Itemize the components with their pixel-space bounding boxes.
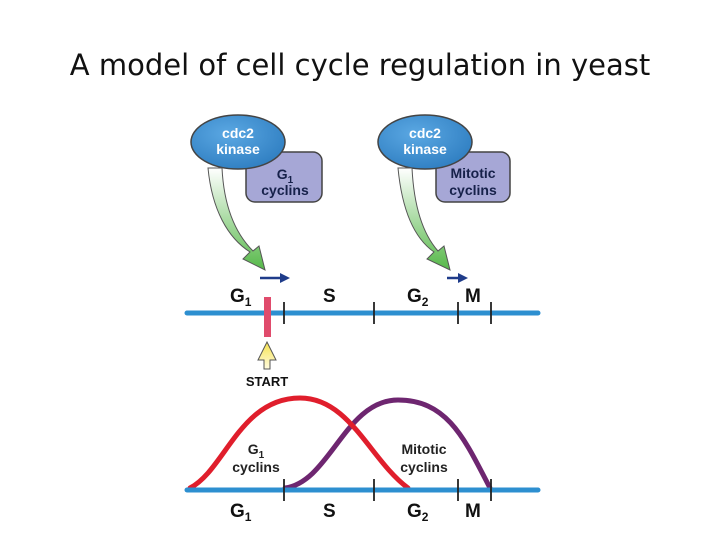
top-phase-g2-sub: 2: [422, 295, 429, 309]
cdc2-kinase-left: [190, 114, 286, 170]
start-label: START: [246, 374, 288, 389]
svg-text:G2: G2: [407, 501, 429, 524]
svg-text:G1: G1: [248, 441, 265, 461]
g1-curve-label-cyclins: cyclins: [232, 459, 280, 475]
svg-text:G1: G1: [230, 501, 252, 524]
top-timeline: G1 S G2 M: [184, 273, 541, 337]
mitotic-cyclin-label-2: cyclins: [449, 182, 497, 198]
complex-right: Mitotic cyclins cdc2 kinase: [377, 114, 511, 271]
phase-arrowhead-g2-icon: [458, 273, 468, 283]
g1-cyclin-label-sub: 1: [288, 175, 294, 186]
bottom-phase-m: M: [465, 501, 481, 522]
phase-arrowhead-g1-icon: [280, 273, 290, 283]
cdc2-kinase-right: [377, 114, 473, 170]
top-phase-m: M: [465, 286, 481, 307]
kinase-left-label-1: cdc2: [222, 125, 254, 141]
bottom-phase-g1-main: G: [230, 501, 245, 522]
g1-curve-label-sub: 1: [259, 450, 265, 461]
bottom-phase-g1-sub: 1: [245, 510, 252, 524]
g1-cyclin-label-cyclins: cyclins: [261, 182, 309, 198]
start-checkpoint-mark: [264, 297, 271, 337]
svg-text:G1: G1: [277, 166, 294, 186]
g1-cyclin-label-main: G: [277, 166, 288, 182]
green-arrow-right: [397, 167, 451, 271]
mitotic-cyclin-label-1: Mitotic: [450, 165, 495, 181]
green-arrow-left: [207, 167, 266, 271]
g1-curve-label-main: G: [248, 441, 259, 457]
mitotic-curve-label-2: cyclins: [400, 459, 448, 475]
start-indicator: START: [246, 340, 288, 389]
bottom-phase-g2-main: G: [407, 501, 422, 522]
top-phase-g2-main: G: [407, 286, 422, 307]
mitotic-curve-label-1: Mitotic: [401, 441, 446, 457]
svg-text:G1: G1: [230, 286, 252, 309]
svg-text:G2: G2: [407, 286, 429, 309]
start-arrow-icon: [257, 340, 277, 370]
slide-title: A model of cell cycle regulation in yeas…: [69, 48, 651, 82]
bottom-phase-s: S: [323, 501, 336, 522]
top-phase-g1-sub: 1: [245, 295, 252, 309]
g1-cyclin-curve: [187, 395, 411, 491]
top-phase-g1-main: G: [230, 286, 245, 307]
kinase-right-label-2: kinase: [403, 141, 447, 157]
cyclin-curves: G1 cyclins Mitotic cyclins: [187, 395, 493, 491]
top-phase-s: S: [323, 286, 336, 307]
bottom-phase-g2-sub: 2: [422, 510, 429, 524]
bottom-timeline: G1 S G2 M: [184, 479, 541, 524]
mitotic-cyclin-box: [435, 151, 511, 203]
mitotic-cyclin-curve: [282, 397, 493, 491]
kinase-right-label-1: cdc2: [409, 125, 441, 141]
complex-left: G1 cyclins cdc2 kinase: [190, 114, 323, 271]
kinase-left-label-2: kinase: [216, 141, 260, 157]
